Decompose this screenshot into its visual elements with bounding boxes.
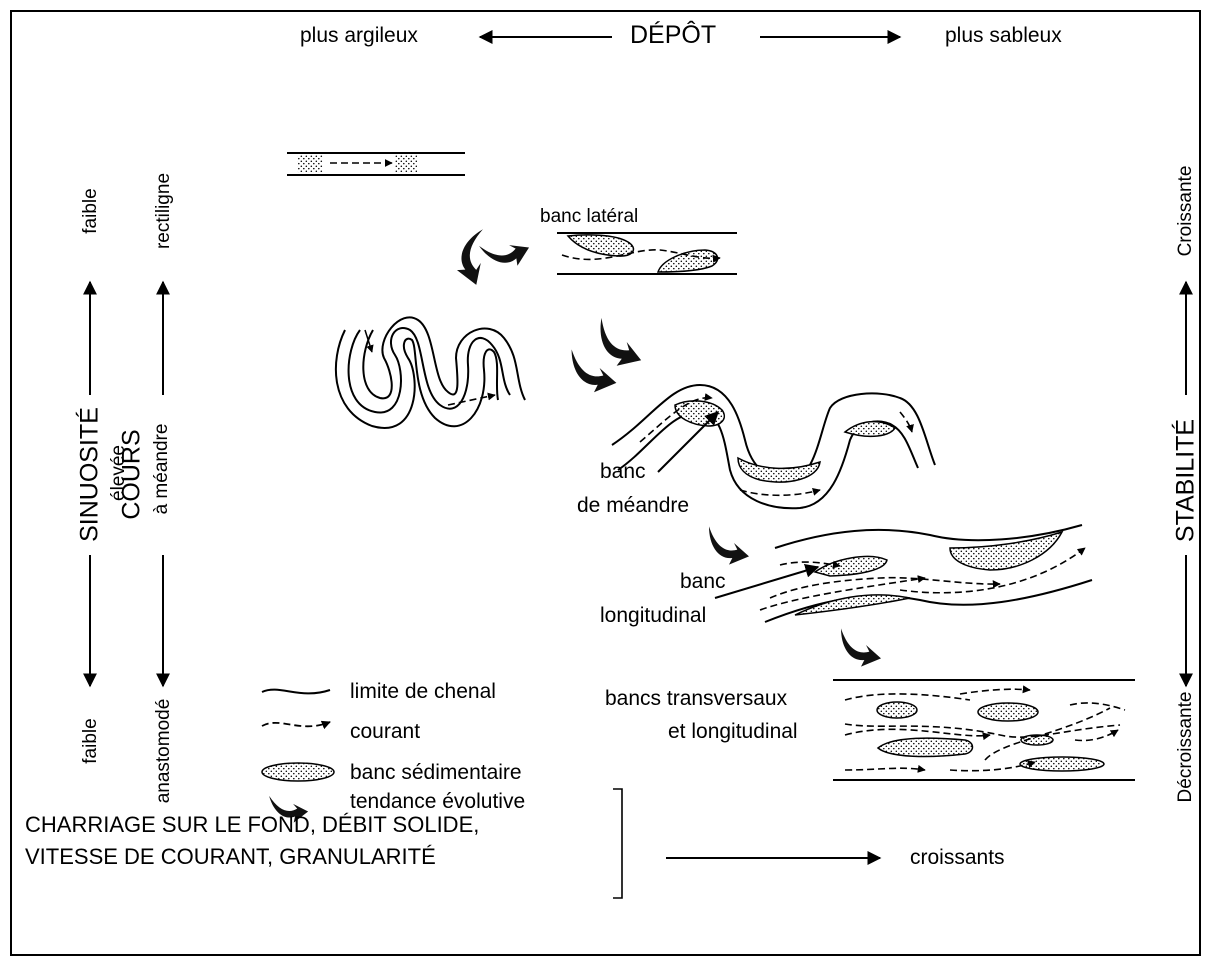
longitudinal-bar-label-1: banc (680, 570, 726, 594)
sinuosity-title: SINUOSITÉ (76, 400, 105, 550)
course-middle-label: à méandre (151, 419, 173, 519)
straight-channel (287, 153, 465, 175)
meander-bar-label-1: banc (600, 460, 646, 484)
trend-arrow-1a (479, 223, 534, 277)
transverse-bar-channel (833, 680, 1135, 780)
legend-current-symbol (262, 722, 330, 726)
trend-arrow-2 (572, 349, 617, 392)
course-bottom-label: anastomodé (153, 691, 175, 811)
legend-current-label: courant (350, 720, 420, 744)
footer-line-2: VITESSE DE COURANT, GRANULARITÉ (25, 844, 436, 870)
legend-channel-limit-label: limite de chenal (350, 680, 496, 704)
legend-trend-label: tendance évolutive (350, 790, 525, 814)
meander-channel (612, 385, 935, 508)
trend-arrow-4 (709, 526, 749, 564)
footer-result-label: croissants (910, 846, 1005, 870)
tight-meander-channel (336, 317, 525, 428)
course-top-label: rectiligne (153, 161, 175, 261)
legend-sediment-bar-symbol (262, 763, 334, 781)
transverse-bars-label-2: et longitudinal (668, 720, 798, 744)
meander-bar-label-2: de méandre (577, 494, 689, 518)
sinuosity-bottom-label: faible (80, 701, 102, 781)
stability-top-label: Croissante (1175, 161, 1197, 261)
trend-arrow-3 (594, 318, 647, 370)
sinuosity-top-label: faible (80, 171, 102, 251)
legend-sediment-bar-label: banc sédimentaire (350, 761, 522, 785)
footer-bracket (613, 789, 622, 898)
stability-bottom-label: Décroissante (1175, 687, 1197, 807)
longitudinal-bar-label-2: longitudinal (600, 604, 706, 628)
lateral-bar-channel (557, 233, 737, 274)
transverse-bars-label-1: bancs transversaux (605, 687, 787, 711)
header-left-label: plus argileux (300, 24, 418, 48)
legend-channel-limit-symbol (262, 690, 330, 694)
longitudinal-bar-pointer (715, 567, 818, 598)
footer-line-1: CHARRIAGE SUR LE FOND, DÉBIT SOLIDE, (25, 812, 479, 838)
header-right-label: plus sableux (945, 24, 1062, 48)
longitudinal-bar-channel (760, 525, 1092, 622)
stability-title: STABILITÉ (1172, 411, 1201, 551)
trend-arrow-5 (841, 628, 881, 666)
lateral-bar-label: banc latéral (540, 206, 638, 228)
course-title: COURS (118, 425, 147, 525)
header-center-label: DÉPÔT (630, 21, 716, 50)
